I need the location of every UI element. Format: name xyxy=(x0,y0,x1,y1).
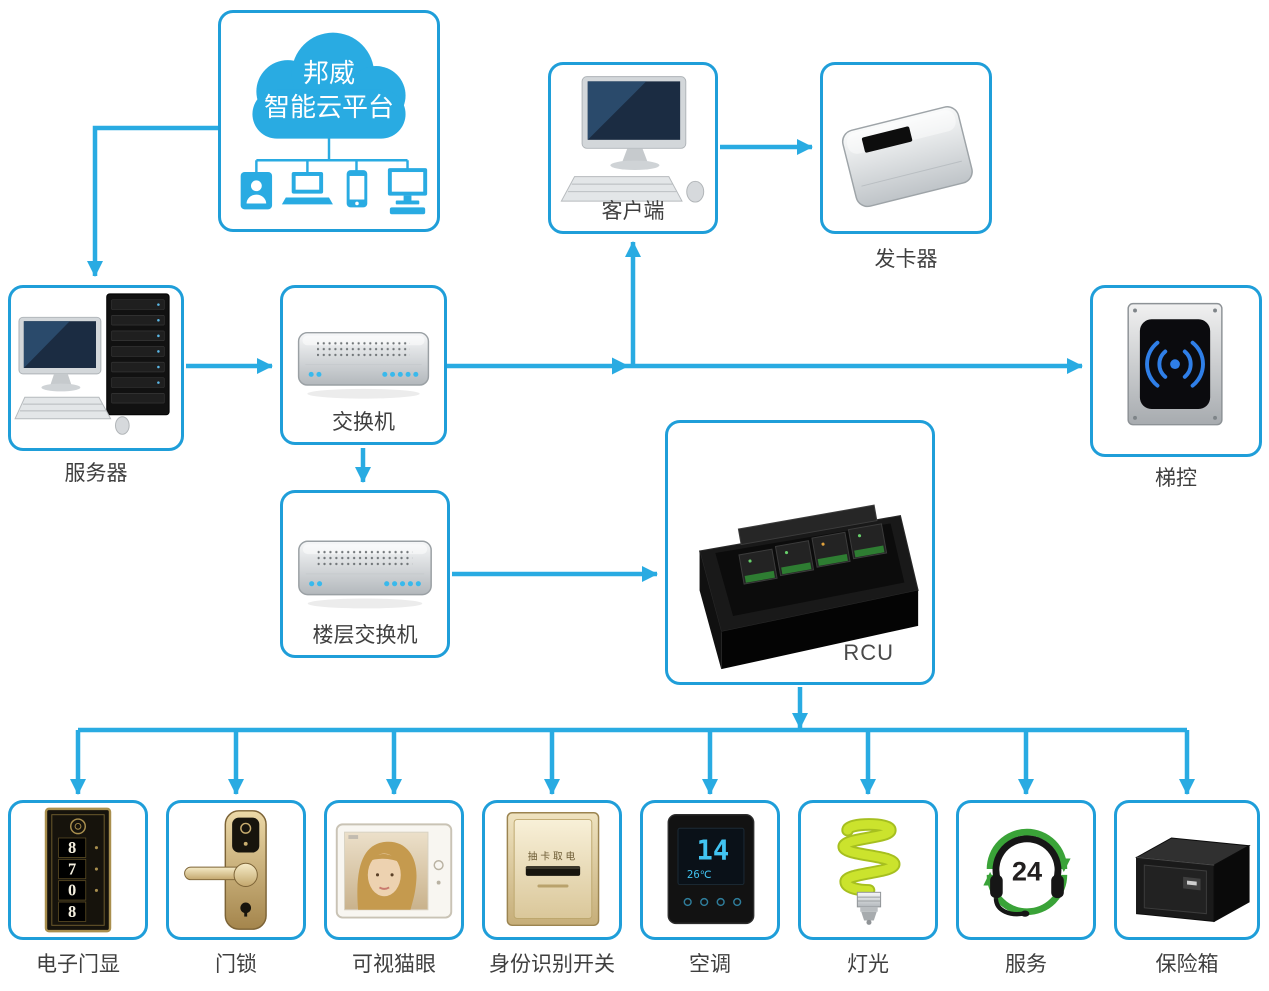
safe-label: 保险箱 xyxy=(1155,953,1219,976)
card-issuer-box xyxy=(820,62,992,234)
door-lock-icon xyxy=(184,810,267,930)
peephole-icon xyxy=(335,823,453,919)
air-conditioner-box: 14 26℃ xyxy=(640,800,780,940)
laptop-icon xyxy=(281,172,333,205)
phone-icon xyxy=(346,170,368,208)
switch-icon xyxy=(297,331,430,399)
tablet-icon xyxy=(240,172,273,210)
arrowhead-mainline xyxy=(612,357,629,375)
service-box: 24 xyxy=(956,800,1096,940)
client-label: 客户端 xyxy=(601,200,665,223)
elevator-control-label: 梯控 xyxy=(1155,467,1197,490)
rcu-label: RCU xyxy=(843,640,894,665)
light-bulb-icon xyxy=(837,818,901,925)
switch-box: 交换机 xyxy=(280,285,447,445)
floor-switch-icon xyxy=(298,540,432,609)
cloud-label-line2: 智能云平台 xyxy=(263,91,394,122)
door-display-icon: 8 7 0 8 xyxy=(44,807,112,933)
service-label: 服务 xyxy=(1005,953,1047,976)
cloud-platform-icon xyxy=(240,32,428,215)
client-computer-icon xyxy=(560,76,705,203)
server-box xyxy=(8,285,184,451)
door-display-digit-4: 8 xyxy=(68,902,76,921)
door-display-box: 8 7 0 8 xyxy=(8,800,148,940)
lighting-box xyxy=(798,800,938,940)
door-display-digit-1: 8 xyxy=(68,838,76,857)
switch-label: 交换机 xyxy=(332,411,395,434)
card-issuer-icon xyxy=(841,106,973,208)
desktop-icon xyxy=(387,168,428,215)
safe-box xyxy=(1114,800,1260,940)
service-24-text: 24 xyxy=(1012,856,1042,887)
identity-switch-label: 身份识别开关 xyxy=(489,953,615,976)
server-label: 服务器 xyxy=(64,462,128,485)
door-display-digit-3: 0 xyxy=(68,881,76,900)
headset-icon xyxy=(990,835,1064,917)
door-lock-label: 门锁 xyxy=(215,953,257,976)
client-box: 客户端 xyxy=(548,62,718,234)
thermostat-temp-small: 26℃ xyxy=(687,868,712,881)
thermostat-icon: 14 26℃ xyxy=(667,813,755,925)
air-conditioner-label: 空调 xyxy=(689,953,731,976)
thermostat-temp: 14 xyxy=(697,835,730,866)
server-computer-icon xyxy=(14,293,170,435)
identity-switch-slot-label: 抽卡取电 xyxy=(528,849,578,862)
rcu-box: RCU xyxy=(665,420,935,685)
cloud-icon xyxy=(252,32,406,139)
identity-switch-box: 抽卡取电 xyxy=(482,800,622,940)
elevator-control-icon xyxy=(1127,302,1223,426)
safe-icon xyxy=(1134,837,1251,923)
rcu-icon xyxy=(698,504,919,670)
identity-switch-icon: 抽卡取电 xyxy=(506,812,600,927)
cloud-platform-box: 邦威 智能云平台 xyxy=(218,10,440,232)
peephole-label: 可视猫眼 xyxy=(352,953,436,976)
lighting-label: 灯光 xyxy=(847,953,889,976)
door-display-label: 电子门显 xyxy=(36,953,120,976)
floor-switch-label: 楼层交换机 xyxy=(312,624,418,647)
arrow-cloud-to-server xyxy=(87,125,218,277)
door-lock-box xyxy=(166,800,306,940)
peephole-box xyxy=(324,800,464,940)
floor-switch-box: 楼层交换机 xyxy=(280,490,450,658)
door-display-digit-2: 7 xyxy=(68,859,76,878)
elevator-control-box xyxy=(1090,285,1262,457)
cloud-device-links xyxy=(255,136,409,173)
service-24h-icon: 24 xyxy=(983,828,1071,917)
cloud-platform-label: 邦威 智能云平台 xyxy=(221,57,437,125)
card-issuer-label: 发卡器 xyxy=(874,248,938,271)
cloud-label-line1: 邦威 xyxy=(302,58,355,88)
